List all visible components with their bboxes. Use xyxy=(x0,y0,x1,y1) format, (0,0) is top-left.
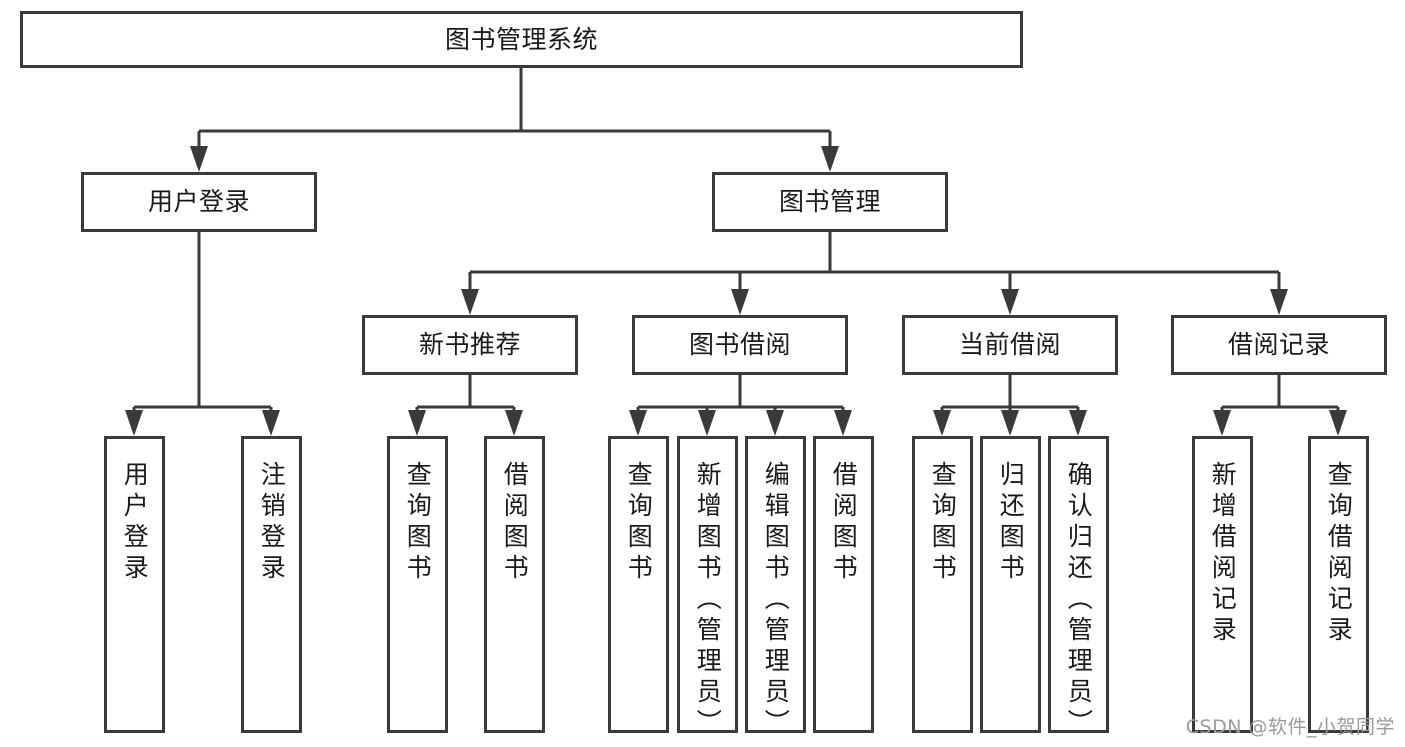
leaf-query-book-2[interactable]: 查询图书 xyxy=(608,436,669,733)
node-label: 编辑图书（管理员） xyxy=(761,461,791,740)
node-label: 查询图书 xyxy=(624,461,654,585)
leaf-query-record[interactable]: 查询借阅记录 xyxy=(1308,436,1369,733)
leaf-return-book[interactable]: 归还图书 xyxy=(980,436,1041,733)
node-label: 借阅记录 xyxy=(1227,330,1330,359)
node-book-borrow[interactable]: 图书借阅 xyxy=(632,315,848,375)
leaf-borrow-book-2[interactable]: 借阅图书 xyxy=(813,436,874,733)
node-new-book-rec[interactable]: 新书推荐 xyxy=(362,315,578,375)
leaf-query-book-3[interactable]: 查询图书 xyxy=(912,436,973,733)
node-borrow-record[interactable]: 借阅记录 xyxy=(1171,315,1387,375)
leaf-user-login[interactable]: 用户登录 xyxy=(104,436,165,733)
leaf-add-record[interactable]: 新增借阅记录 xyxy=(1192,436,1253,733)
node-user-login[interactable]: 用户登录 xyxy=(81,172,317,232)
node-label: 注销登录 xyxy=(257,461,287,585)
node-label: 归还图书 xyxy=(996,461,1026,585)
node-label: 图书借阅 xyxy=(688,330,791,359)
node-label: 图书管理 xyxy=(778,187,881,216)
node-label: 借阅图书 xyxy=(500,461,530,585)
leaf-borrow-book-1[interactable]: 借阅图书 xyxy=(484,436,545,733)
node-label: 借阅图书 xyxy=(829,461,859,585)
leaf-add-book[interactable]: 新增图书（管理员） xyxy=(677,436,738,740)
node-label: 新书推荐 xyxy=(418,330,521,359)
leaf-confirm-return[interactable]: 确认归还（管理员） xyxy=(1048,436,1109,740)
node-label: 用户登录 xyxy=(147,187,250,216)
node-root-system[interactable]: 图书管理系统 xyxy=(20,11,1023,68)
node-label: 新增借阅记录 xyxy=(1208,461,1238,647)
node-current-borrow[interactable]: 当前借阅 xyxy=(902,315,1118,375)
node-label: 新增图书（管理员） xyxy=(693,461,723,740)
node-label: 图书管理系统 xyxy=(444,24,598,54)
leaf-edit-book[interactable]: 编辑图书（管理员） xyxy=(745,436,806,740)
node-label: 查询图书 xyxy=(928,461,958,585)
node-label: 用户登录 xyxy=(120,461,150,585)
node-book-manage[interactable]: 图书管理 xyxy=(712,172,948,232)
node-label: 确认归还（管理员） xyxy=(1064,461,1094,740)
leaf-query-book-1[interactable]: 查询图书 xyxy=(387,436,448,733)
leaf-user-logout[interactable]: 注销登录 xyxy=(241,436,302,733)
node-label: 当前借阅 xyxy=(958,330,1061,359)
watermark-text: CSDN @软件_小贺同学 xyxy=(1185,716,1395,738)
node-label: 查询图书 xyxy=(403,461,433,585)
node-label: 查询借阅记录 xyxy=(1324,461,1354,647)
